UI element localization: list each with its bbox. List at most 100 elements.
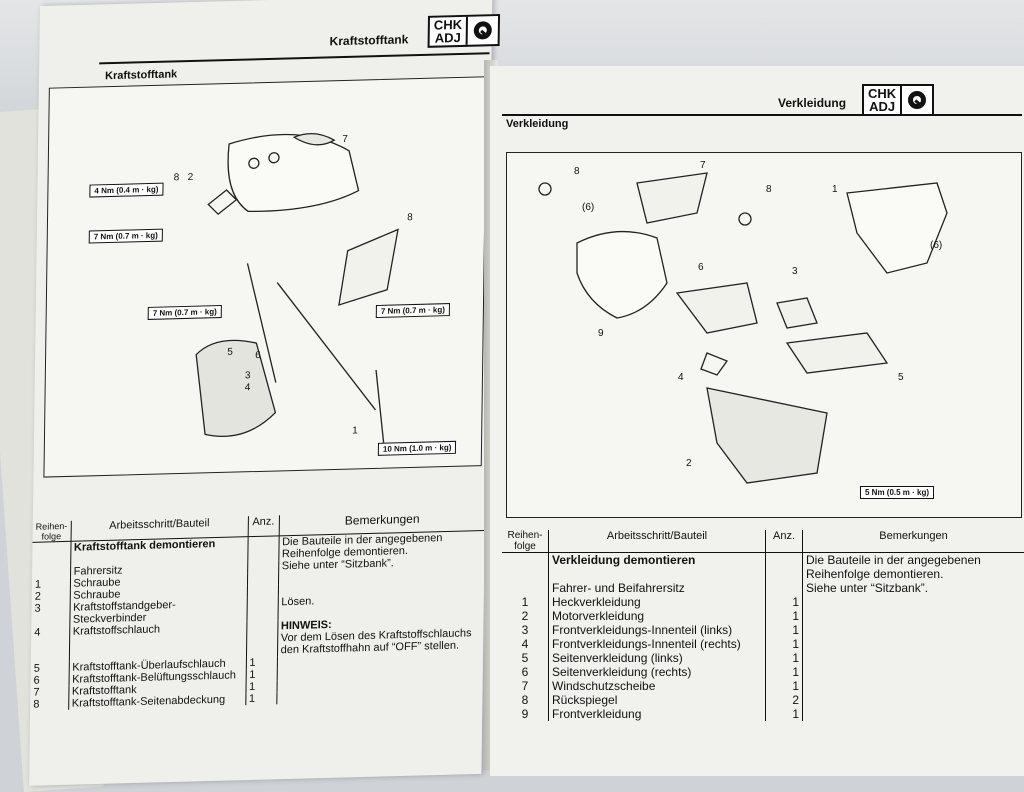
row-note — [803, 679, 1024, 693]
row-note — [803, 665, 1024, 679]
row-seq — [32, 566, 70, 579]
seq-cell — [502, 553, 549, 582]
row-seq: 6 — [502, 665, 549, 679]
row-part: Rückspiegel — [549, 693, 766, 707]
row-qty: 2 — [766, 693, 803, 707]
row-qty: 1 — [766, 623, 803, 637]
row-note — [803, 651, 1024, 665]
callout-number: 2 — [686, 458, 692, 469]
row-part: Motorverkleidung — [549, 609, 766, 623]
row-qty: 1 — [246, 668, 277, 681]
callout-number: 7 — [342, 134, 348, 145]
row-qty: 1 — [246, 680, 277, 693]
row-part: Heckverkleidung — [549, 595, 766, 609]
callout-number: 1 — [832, 184, 838, 195]
row-qty — [766, 581, 803, 595]
left-header-rule — [99, 52, 489, 64]
row-seq: 2 — [32, 590, 70, 603]
row-seq: 5 — [31, 662, 69, 675]
callout-number: 8 — [766, 184, 772, 195]
row-seq: 8 — [30, 698, 68, 711]
row-qty: 1 — [766, 595, 803, 609]
row-seq: 4 — [502, 637, 549, 651]
row-part: Frontverkleidungs-Innenteil (links) — [549, 623, 766, 637]
callout-number: 5 — [227, 347, 233, 358]
row-part: Kraftstoffschlauch — [69, 621, 247, 662]
callout-number: 5 — [898, 372, 904, 383]
row-seq: 6 — [30, 674, 68, 687]
row-qty — [247, 560, 278, 573]
badge-line-2: ADJ — [434, 31, 462, 45]
row-seq: 1 — [502, 595, 549, 609]
right-procedure-table: Reihen- folge Arbeitsschritt/Bauteil Anz… — [502, 530, 1024, 721]
row-note: Siehe unter “Sitzbank”. — [803, 581, 1024, 595]
wrench-icon — [902, 86, 932, 114]
row-qty: 1 — [766, 609, 803, 623]
row-qty — [247, 596, 278, 621]
callout-number: 7 — [700, 160, 706, 171]
right-header-rule — [502, 114, 1022, 116]
right-header-title: Verkleidung — [778, 96, 846, 110]
row-seq: 4 — [31, 626, 70, 663]
torque-label: 10 Nm (1.0 m · kg) — [378, 441, 457, 456]
callout-number: 6 — [698, 262, 704, 273]
row-qty: 1 — [766, 707, 803, 721]
callout-number: 8 — [407, 212, 413, 223]
row-seq: 9 — [502, 707, 549, 721]
callout-number: 3 — [792, 266, 798, 277]
qty-cell — [766, 553, 803, 582]
row-seq: 8 — [502, 693, 549, 707]
torque-label: 7 Nm (0.7 m · kg) — [148, 305, 222, 320]
torque-label: 7 Nm (0.7 m · kg) — [376, 303, 450, 318]
callout-number: 1 — [352, 425, 358, 436]
row-seq: 7 — [502, 679, 549, 693]
fuel-tank-drawing — [44, 77, 486, 476]
left-procedure-table: Reihen- folge Arbeitsschritt/Bauteil Anz… — [30, 510, 485, 711]
left-section-title: Kraftstofftank — [105, 68, 177, 82]
col-qty-header: Anz. — [248, 515, 279, 536]
callout-number: 8 — [174, 172, 180, 183]
procedure-title: Verkleidung demontieren — [549, 553, 766, 582]
col-step-header: Arbeitsschritt/Bauteil — [549, 530, 766, 553]
row-part: Windschutzscheibe — [549, 679, 766, 693]
row-qty: 1 — [766, 637, 803, 651]
torque-label: 7 Nm (0.7 m · kg) — [89, 229, 163, 244]
left-header-title: Kraftstofftank — [330, 32, 409, 48]
row-note — [803, 693, 1024, 707]
row-qty: 1 — [766, 665, 803, 679]
callout-number: 4 — [245, 382, 251, 393]
torque-label: 5 Nm (0.5 m · kg) — [860, 486, 934, 499]
row-part: Seitenverkleidung (rechts) — [549, 665, 766, 679]
row-qty: 1 — [245, 692, 276, 705]
row-qty: 1 — [766, 679, 803, 693]
col-notes-header: Bemerkungen — [803, 530, 1024, 553]
row-seq: 3 — [502, 623, 549, 637]
row-qty — [247, 584, 278, 597]
col-qty-header: Anz. — [766, 530, 803, 553]
callout-number: (6) — [582, 202, 594, 213]
col-seq-header: Reihen- folge — [33, 521, 71, 542]
row-qty — [247, 572, 278, 585]
col-seq-header: Reihen- folge — [502, 530, 549, 553]
row-seq: 2 — [502, 609, 549, 623]
row-part: Frontverkleidung — [549, 707, 766, 721]
callout-number: 9 — [598, 328, 604, 339]
row-seq: 1 — [32, 578, 70, 591]
badge-line-2: ADJ — [868, 100, 896, 113]
row-seq: 3 — [31, 602, 69, 627]
wrench-icon — [468, 16, 498, 45]
row-note — [803, 637, 1024, 651]
seq-cell — [32, 541, 70, 566]
callout-number: (6) — [930, 240, 942, 251]
fuel-tank-exploded-diagram — [43, 76, 487, 477]
callout-number: 3 — [245, 370, 251, 381]
callout-number: 8 — [574, 166, 580, 177]
row-part: Frontverkleidungs-Innenteil (rechts) — [549, 637, 766, 651]
row-note — [803, 707, 1024, 721]
row-note — [803, 623, 1024, 637]
row-note — [803, 595, 1024, 609]
